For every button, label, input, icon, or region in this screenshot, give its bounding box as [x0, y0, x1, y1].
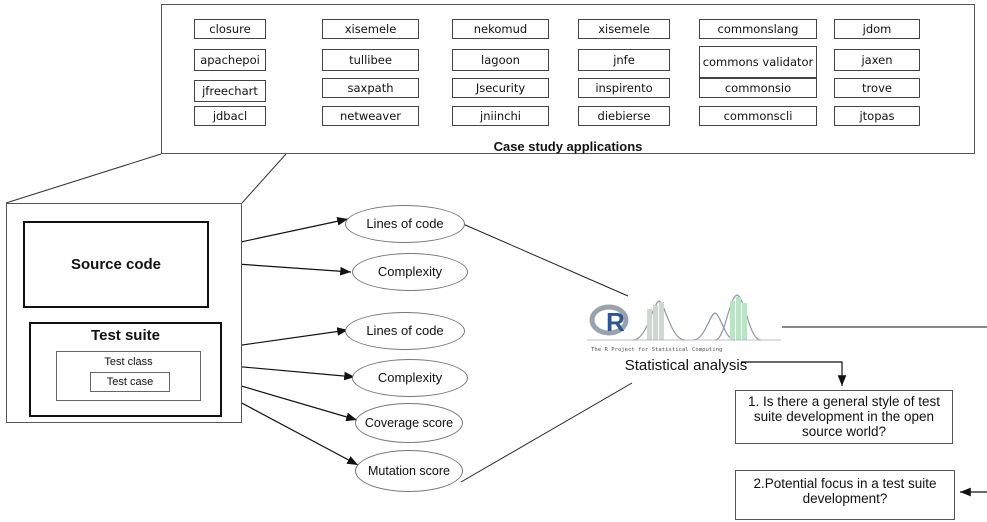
app-diebierse: diebierse [578, 106, 670, 126]
density-curve-2 [692, 312, 736, 341]
app-jnfe: jnfe [578, 49, 670, 71]
app-commonscli: commonscli [699, 106, 817, 126]
zoom-line-right [241, 153, 287, 204]
app-netweaver: netweaver [322, 106, 419, 126]
app-closure: closure [194, 19, 266, 39]
app-commons-validator: commons validator [699, 46, 817, 78]
app-xisemele: xisemele [578, 19, 670, 39]
test-class-box: Test class Test case [56, 351, 201, 401]
r-logo-ring [589, 304, 629, 336]
metric-complexity-source: Complexity [352, 253, 468, 291]
density-bar-3 [659, 302, 664, 340]
app-lagoon: lagoon [452, 49, 549, 71]
source-code-box: Source code [23, 221, 209, 308]
app-xisemele: xisemele [322, 19, 419, 39]
density-bar-4 [730, 301, 735, 340]
app-inspirento: inspirento [578, 78, 670, 98]
question-1-box: 1. Is there a general style of test suit… [735, 390, 953, 444]
arrow-ts-coverage [220, 379, 358, 422]
metric-lines-of-code-source: Lines of code [345, 205, 465, 243]
case-study-panel: closure xisemele nekomud xisemele commonslan… [161, 4, 975, 154]
app-apachepoi: apachepoi [194, 49, 266, 71]
metric-lines-of-code-tests: Lines of code [345, 312, 465, 350]
app-jaxen: jaxen [834, 49, 920, 71]
density-bar-1 [647, 309, 652, 340]
metric-coverage-score: Coverage score [355, 403, 463, 443]
app-saxpath: saxpath [322, 78, 419, 98]
app-trove: trove [834, 78, 920, 98]
test-suite-box: Test suite Test class Test case [29, 322, 222, 417]
line-loc-to-stats [462, 223, 629, 297]
app-jfreechart: jfreechart [194, 80, 266, 102]
source-code-label: Source code [70, 256, 162, 273]
metric-complexity-tests: Complexity [352, 359, 468, 397]
test-class-label: Test class [104, 356, 153, 368]
metric-mutation-score: Mutation score [355, 450, 463, 492]
zoom-line-left [5, 153, 162, 204]
density-bar-2 [653, 305, 658, 340]
density-curve-1 [632, 300, 686, 341]
test-suite-label: Test suite [91, 327, 160, 344]
arrow-stats-to-q1 [741, 361, 847, 386]
r-project-logo: R The R Project for Statistical Computin… [587, 294, 781, 353]
r-logo-caption: The R Project for Statistical Computing [591, 347, 722, 353]
case-study-title: Case study applications [493, 139, 643, 154]
test-case-box: Test case [90, 372, 170, 392]
density-bar-6 [742, 303, 747, 340]
app-jdbacl: jdbacl [194, 106, 266, 126]
app-commonsio: commonsio [699, 78, 817, 98]
arrow-ts-complexity [220, 364, 356, 381]
density-curve-3 [714, 294, 762, 341]
app-jsecurity: Jsecurity [452, 78, 549, 98]
r-logo-letter: R [606, 307, 625, 337]
app-commonslang: commonslang [699, 19, 817, 39]
application-detail-panel: Source code Test suite Test class Test c… [6, 203, 242, 423]
app-jtopas: jtopas [834, 106, 920, 126]
app-nekomud: nekomud [452, 19, 549, 39]
statistical-analysis-label: Statistical analysis [624, 357, 748, 374]
arrow-ts-loc [220, 327, 349, 349]
app-jdom: jdom [834, 19, 920, 39]
arrow-ts-mutation [220, 391, 359, 466]
app-jniinchi: jniinchi [452, 106, 549, 126]
app-tullibee: tullibee [322, 49, 419, 71]
line-mutation-to-stats [460, 382, 633, 483]
density-bar-5 [736, 297, 741, 340]
question-2-box: 2.Potential focus in a test suite develo… [735, 470, 955, 520]
